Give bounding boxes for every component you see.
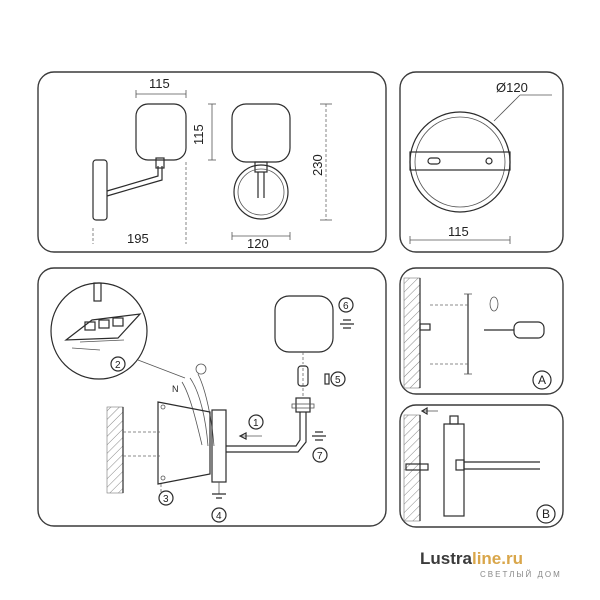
mounting-hole-right	[485, 157, 493, 165]
watermark-brand-part1: Lustra	[420, 549, 473, 568]
step-3-label: 3	[163, 494, 169, 505]
mounting-plate-perspective	[157, 401, 211, 485]
wall-plug-a	[419, 323, 431, 331]
step-4-badge	[211, 507, 227, 523]
front-view: 120 230	[231, 103, 332, 251]
assembly-panel: 2 N 3 4 1 5	[37, 267, 387, 527]
wall-section-a	[403, 277, 421, 389]
dim-shade-height: 115	[191, 124, 206, 145]
step-5-badge	[330, 371, 346, 387]
screw-7-icon	[312, 431, 326, 441]
side-view: 115 115 195	[92, 76, 216, 246]
panel-a-badge	[532, 370, 552, 390]
panel-a-frame	[399, 267, 564, 395]
step-7-badge	[312, 447, 328, 463]
bulb-pin-detail	[324, 373, 330, 385]
panel-a: A	[399, 267, 564, 395]
panel-a-letter: A	[538, 373, 546, 387]
step-4-label: 4	[216, 511, 222, 522]
arm-assembly	[226, 412, 301, 447]
wall-plug-b	[405, 463, 429, 471]
step-5-label: 5	[335, 375, 341, 386]
assembly-panel-frame	[37, 267, 387, 527]
dim-projection: 195	[127, 231, 149, 246]
arm-side-inner	[106, 166, 159, 192]
shade-side	[135, 103, 187, 161]
panel-b-frame	[399, 404, 564, 528]
dim-plate-diameter: Ø120	[496, 80, 528, 95]
g9-bulb-icon	[297, 365, 309, 387]
screwdriver-icon	[513, 321, 545, 339]
watermark-brand-part2: line.ru	[472, 549, 523, 568]
socket-front	[254, 161, 268, 173]
ring-front-inner	[237, 168, 285, 216]
mounting-bar	[409, 151, 511, 171]
step-1-badge	[248, 414, 264, 430]
arm-assembly-inner	[226, 412, 307, 453]
dimension-panel: 115 115 195 120	[37, 71, 387, 253]
plate-circle-inner	[414, 116, 506, 208]
step-1-label: 1	[253, 418, 259, 429]
socket-assembly	[295, 397, 311, 413]
wire-3	[197, 373, 215, 447]
step-6-badge	[338, 297, 354, 313]
leader-diameter	[493, 94, 521, 122]
wall-section	[106, 406, 124, 494]
rotation-icon	[489, 296, 499, 312]
plate-panel-frame	[399, 71, 564, 253]
ground-symbol-icon	[195, 363, 207, 375]
watermark-brand: Lustraline.ru	[420, 549, 523, 568]
shade-assembly	[274, 295, 334, 353]
step-2-badge	[110, 356, 126, 372]
dim-shade-width: 115	[149, 76, 170, 91]
dim-total-height: 230	[310, 154, 325, 176]
wire-2	[189, 377, 209, 447]
dimension-panel-frame	[37, 71, 387, 253]
screwdriver-detail	[93, 282, 102, 302]
watermark-logo: Lustraline.ru СВЕТЛЫЙ ДОМ	[420, 549, 562, 579]
step-7-label: 7	[317, 451, 323, 462]
ring-front-outer	[233, 164, 289, 220]
panel-b-badge	[536, 504, 556, 524]
svg-text:N: N	[172, 384, 179, 394]
watermark-tagline: СВЕТЛЫЙ ДОМ	[480, 570, 562, 579]
plate-panel: Ø120 115	[399, 71, 564, 253]
panel-b-letter: B	[542, 507, 550, 521]
detail-leader	[137, 359, 186, 379]
dim-plate-width: 115	[448, 224, 469, 239]
socket-side	[155, 157, 165, 169]
screw-4-icon	[212, 493, 226, 499]
step-2-label: 2	[115, 360, 121, 371]
step-6-label: 6	[343, 301, 349, 312]
terminal-block	[64, 313, 142, 341]
wall-plate-side	[92, 159, 108, 221]
screw-6-icon	[340, 319, 354, 329]
panel-b: B	[399, 404, 564, 528]
mounting-slot-left	[427, 157, 441, 165]
arm-side	[106, 166, 163, 197]
dim-ring-width: 120	[247, 236, 269, 251]
step-3-badge	[158, 490, 174, 506]
